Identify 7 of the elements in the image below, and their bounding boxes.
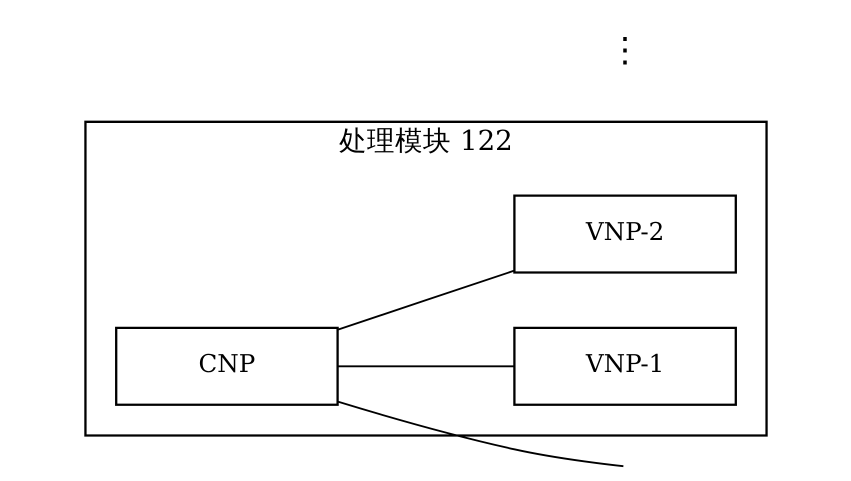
- connector: [337, 365, 514, 368]
- connector: [337, 400, 623, 468]
- node-box: CNP: [114, 326, 338, 406]
- connector: [337, 270, 514, 331]
- node-box: VNP-1: [512, 326, 736, 406]
- label: ⋮: [608, 30, 642, 70]
- node-box: VNP-2: [512, 194, 736, 274]
